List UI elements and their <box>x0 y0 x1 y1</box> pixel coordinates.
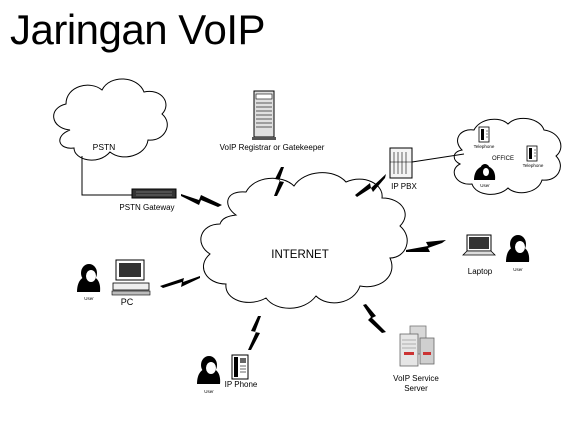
internet-cloud-label: INTERNET <box>271 249 329 261</box>
laptop-icon <box>462 234 496 256</box>
voip-service-server-label-line2: Server <box>404 384 428 393</box>
pstn-gateway-line <box>81 156 132 196</box>
laptop-label: Laptop <box>468 267 493 276</box>
lightning-bolt-icon <box>406 240 446 252</box>
office-user-label: User <box>480 183 490 188</box>
ip-pbx-device <box>389 147 413 179</box>
ip-phone-label: IP Phone <box>225 380 258 389</box>
voip-service-server-label-line1: VoIP Service <box>393 374 439 383</box>
voip-registrar-label: VoIP Registrar or Gatekeeper <box>220 143 325 152</box>
voip-registrar-server <box>252 90 276 140</box>
office-telephone-1-label: Telephone <box>474 144 495 149</box>
pc-user-icon <box>77 264 101 292</box>
laptop-user-icon <box>506 235 530 262</box>
lightning-bolt-icon <box>160 276 200 288</box>
lightning-bolt-icon <box>274 167 284 196</box>
ip-phone-user-label: User <box>204 389 214 394</box>
lightning-bolt-icon <box>248 316 261 350</box>
office-cloud: OFFICE <box>453 117 562 195</box>
page-title: Jaringan VoIP <box>10 6 266 53</box>
pstn-gateway-label: PSTN Gateway <box>119 203 174 212</box>
pbx-office-line <box>411 153 465 163</box>
lightning-bolt-icon <box>355 174 386 197</box>
internet-cloud: INTERNET <box>200 172 408 309</box>
office-cloud-label: OFFICE <box>492 156 514 162</box>
lightning-bolt-icon <box>181 194 222 207</box>
pstn-cloud-label: PSTN <box>93 142 116 152</box>
office-user-icon <box>474 164 496 180</box>
office-telephone-2-label: Telephone <box>523 163 544 168</box>
pstn-cloud: PSTN <box>53 78 168 161</box>
voip-service-server-icon <box>399 325 435 367</box>
pc-icon <box>111 259 151 296</box>
laptop-user-label: User <box>513 267 523 272</box>
ip-phone-user-icon <box>197 356 221 384</box>
office-telephone-2-icon <box>526 145 538 162</box>
ip-pbx-label: IP PBX <box>391 182 417 191</box>
lightning-bolt-icon <box>363 304 386 333</box>
pc-user-label: User <box>84 296 94 301</box>
office-telephone-1-icon <box>478 126 490 143</box>
lightning-links <box>160 167 446 350</box>
pc-label: PC <box>121 297 134 307</box>
pstn-gateway-device <box>131 188 177 199</box>
ip-phone-icon <box>231 354 249 380</box>
